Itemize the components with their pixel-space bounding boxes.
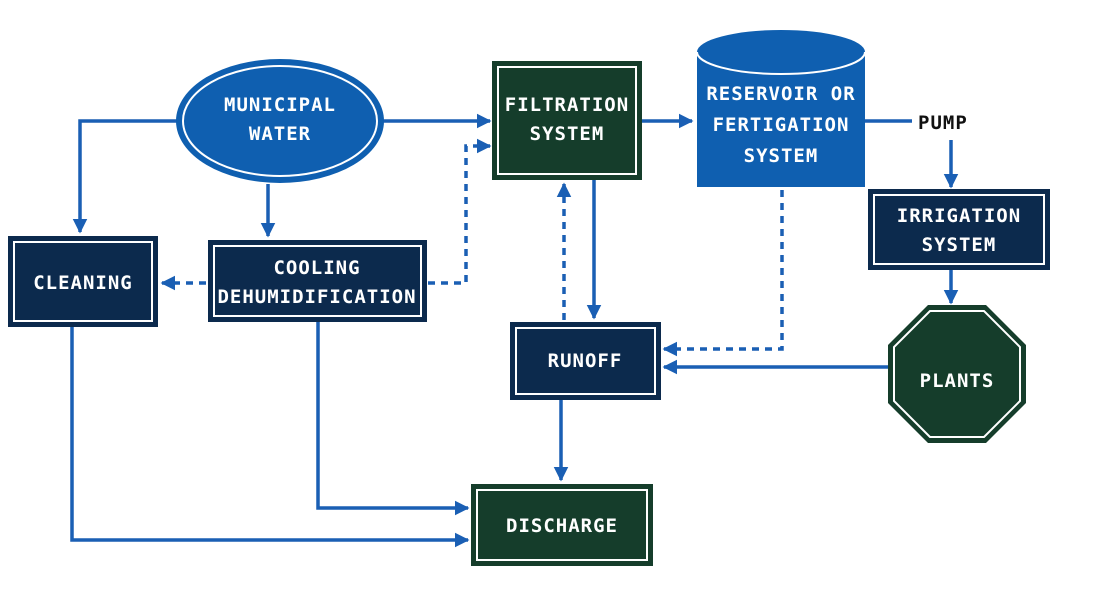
node-reservoir: RESERVOIR OR FERTIGATION SYSTEM <box>696 30 866 187</box>
node-discharge: DISCHARGE <box>471 484 653 566</box>
reservoir-label-line3: SYSTEM <box>744 145 819 167</box>
arrow-cooling-to-discharge <box>316 322 470 516</box>
node-plants: PLANTS <box>888 305 1026 443</box>
discharge-label: DISCHARGE <box>506 515 618 537</box>
arrow-cleaning-to-discharge <box>70 327 470 548</box>
node-runoff: RUNOFF <box>510 322 661 400</box>
reservoir-label-line1: RESERVOIR OR <box>706 83 855 105</box>
dashed-arrow-cooling-to-filtration <box>428 138 492 285</box>
cleaning-label: CLEANING <box>33 272 133 294</box>
dashed-arrow-reservoir-to-runoff <box>662 190 784 357</box>
filtration-label-line2: SYSTEM <box>530 123 605 145</box>
node-cooling-dehumidification: COOLING DEHUMIDIFICATION <box>208 240 427 322</box>
node-filtration-system: FILTRATION SYSTEM <box>492 61 642 180</box>
arrow-water-to-cleaning <box>72 119 180 234</box>
pump-label: PUMP <box>918 112 968 134</box>
connectors <box>70 113 959 548</box>
irrigation-label-line1: IRRIGATION <box>897 205 1021 227</box>
irrigation-label-line2: SYSTEM <box>922 234 997 256</box>
cooling-label-line1: COOLING <box>273 257 360 279</box>
reservoir-label-line2: FERTIGATION <box>713 114 850 136</box>
node-municipal-water: MUNICIPAL WATER <box>176 59 384 183</box>
municipal-water-label-line1: MUNICIPAL <box>224 94 336 116</box>
plants-label: PLANTS <box>920 370 995 392</box>
municipal-water-label-line2: WATER <box>249 123 311 145</box>
node-cleaning: CLEANING <box>8 236 158 327</box>
cooling-label-line2: DEHUMIDIFICATION <box>217 286 416 308</box>
runoff-label: RUNOFF <box>548 350 623 372</box>
node-irrigation-system: IRRIGATION SYSTEM <box>868 189 1050 270</box>
dashed-connectors <box>160 138 784 357</box>
filtration-label-line1: FILTRATION <box>505 94 629 116</box>
